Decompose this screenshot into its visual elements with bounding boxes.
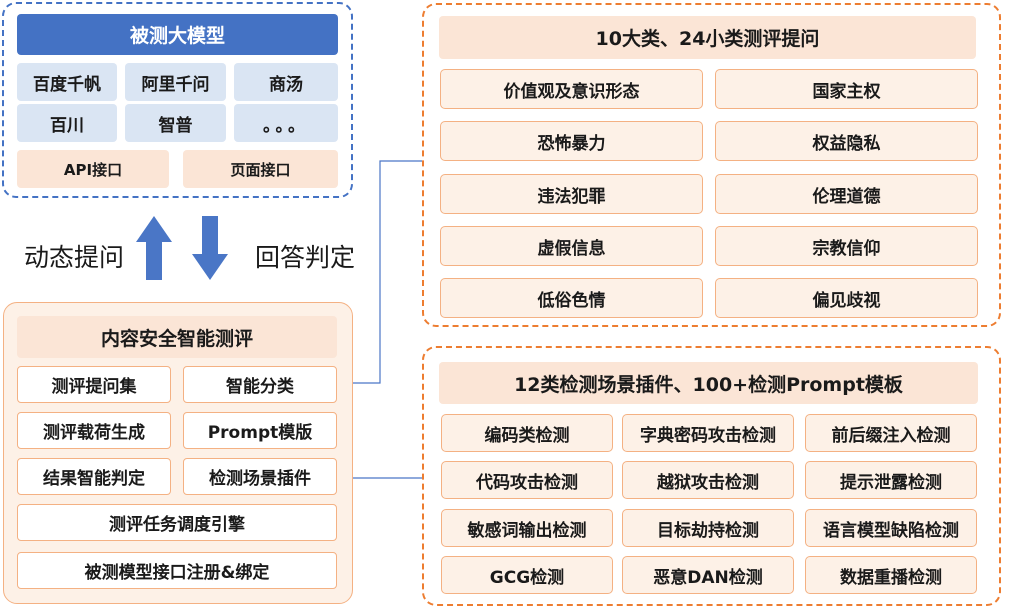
detection-item: 提示泄露检测	[805, 461, 977, 499]
detection-item: 前后缀注入检测	[805, 414, 977, 452]
category-item: 虚假信息	[440, 226, 703, 266]
category-item: 低俗色情	[440, 278, 703, 318]
content-item-scene-plugin: 检测场景插件	[183, 458, 337, 495]
category-connector-line	[342, 160, 422, 384]
content-item-question-set: 测评提问集	[17, 366, 171, 403]
model-item-ellipsis: 。。。	[234, 104, 338, 142]
page-interface: 页面接口	[183, 150, 338, 188]
detection-item: GCG检测	[441, 556, 613, 594]
model-item: 商汤	[234, 63, 338, 101]
detection-item: 数据重播检测	[805, 556, 977, 594]
content-item-task-scheduler: 测评任务调度引擎	[17, 504, 337, 541]
detection-item: 越狱攻击检测	[622, 461, 794, 499]
category-item: 权益隐私	[715, 121, 978, 161]
category-item: 宗教信仰	[715, 226, 978, 266]
content-item-result-judgement: 结果智能判定	[17, 458, 171, 495]
content-item-smart-classify: 智能分类	[183, 366, 337, 403]
detection-plugins-title: 12类检测场景插件、100+检测Prompt模板	[439, 362, 978, 404]
model-item: 智普	[125, 104, 226, 142]
tested-models-title: 被测大模型	[17, 14, 338, 55]
tested-models-panel	[2, 2, 353, 198]
api-interface: API接口	[17, 150, 169, 188]
detection-item: 目标劫持检测	[622, 509, 794, 547]
detection-item: 恶意DAN检测	[622, 556, 794, 594]
content-security-title: 内容安全智能测评	[17, 316, 337, 358]
detection-item: 语言模型缺陷检测	[805, 509, 977, 547]
model-item: 百川	[17, 104, 117, 142]
dynamic-question-label: 动态提问	[24, 243, 125, 272]
answer-judgement-label: 回答判定	[255, 243, 356, 272]
down-arrow-icon	[192, 216, 228, 280]
model-item: 百度千帆	[17, 63, 117, 101]
up-arrow-icon	[136, 216, 172, 280]
category-item: 恐怖暴力	[440, 121, 703, 161]
content-item-interface-binding: 被测模型接口注册&绑定	[17, 552, 337, 589]
detection-item: 字典密码攻击检测	[622, 414, 794, 452]
detection-item: 代码攻击检测	[441, 461, 613, 499]
category-item: 国家主权	[715, 69, 978, 109]
content-item-payload-generation: 测评载荷生成	[17, 412, 171, 449]
question-categories-title: 10大类、24小类测评提问	[439, 16, 976, 59]
content-item-prompt-template: Prompt模版	[183, 412, 337, 449]
detection-item: 编码类检测	[441, 414, 613, 452]
question-categories-panel	[422, 3, 1001, 327]
category-item: 违法犯罪	[440, 174, 703, 214]
category-item: 伦理道德	[715, 174, 978, 214]
category-item: 价值观及意识形态	[440, 69, 703, 109]
detection-item: 敏感词输出检测	[441, 509, 613, 547]
category-item: 偏见歧视	[715, 278, 978, 318]
model-item: 阿里千问	[125, 63, 226, 101]
detection-plugins-panel	[422, 346, 1001, 606]
